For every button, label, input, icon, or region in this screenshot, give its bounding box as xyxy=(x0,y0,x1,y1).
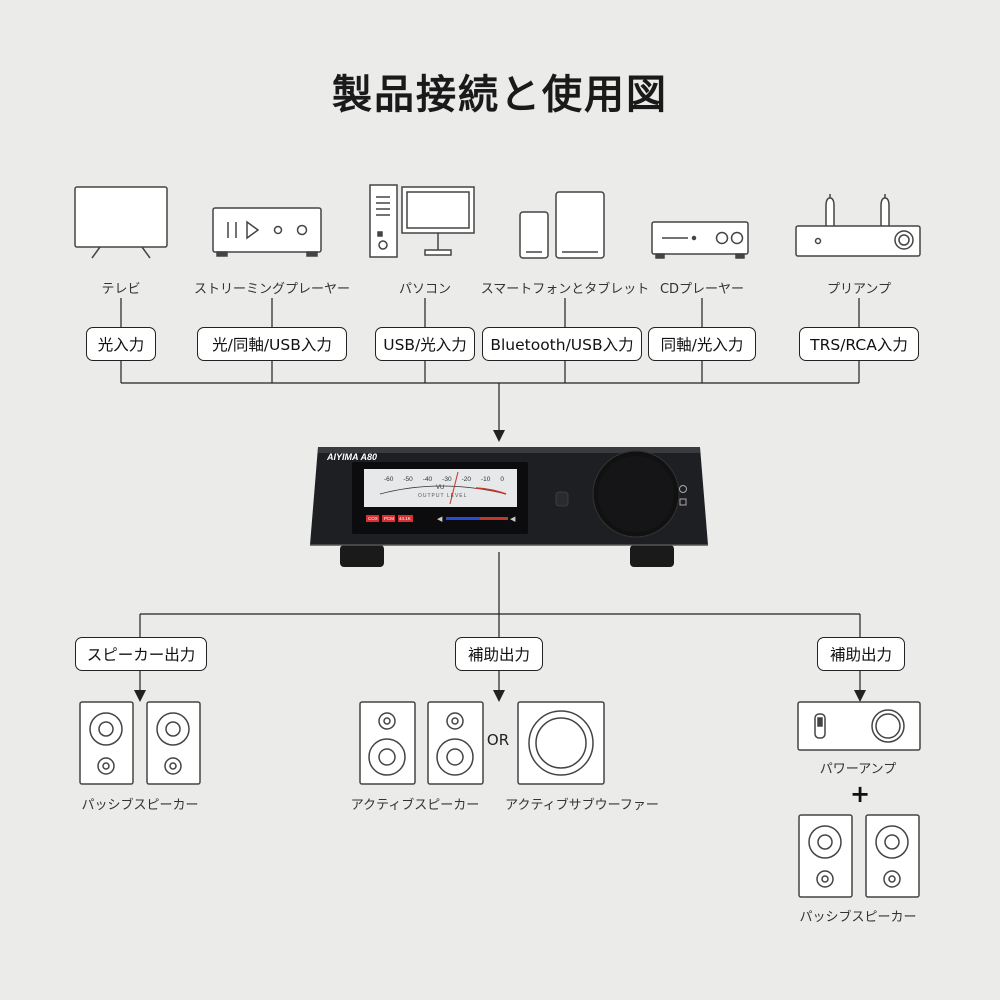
label-power-amp: パワーアンプ xyxy=(819,762,897,777)
label-passive-speakers-2: パッシブスピーカー xyxy=(799,910,917,925)
vu-meter-panel xyxy=(364,469,517,507)
input-pill-bt-usb: Bluetooth/USB入力 xyxy=(482,327,642,361)
brand-text: AIYIMA xyxy=(327,452,359,462)
input-pill-trs-rca: TRS/RCA入力 xyxy=(799,327,919,361)
status-tag: COX xyxy=(368,516,378,521)
vu-tick: -20 xyxy=(461,476,471,483)
tv-icon xyxy=(74,186,168,259)
vu-caption: OUTPUT LEVEL xyxy=(418,493,468,499)
output-pill-aux-1: 補助出力 xyxy=(455,637,543,671)
page-title: 製品接続と使用図 xyxy=(332,72,668,118)
pc-icon xyxy=(369,184,475,258)
source-label-preamp: プリアンプ xyxy=(826,282,892,297)
phone-tablet-icon xyxy=(519,191,605,259)
output-pill-aux-2: 補助出力 xyxy=(817,637,905,671)
input-pill-usb-optical: USB/光入力 xyxy=(375,327,475,361)
svg-text:◀: ◀ xyxy=(437,515,443,523)
vu-unit: VU xyxy=(436,485,445,491)
vu-tick: -50 xyxy=(403,476,413,483)
output-connector-lines xyxy=(139,552,861,637)
source-label-tv: テレビ xyxy=(101,282,141,297)
vu-tick: -40 xyxy=(422,476,433,483)
input-connector-lines xyxy=(120,298,860,384)
vu-scale: -60 -50 -40 -30 -20 -10 0 xyxy=(384,476,504,483)
amplifier-device: ◀ ◀ xyxy=(310,447,708,567)
passive-speakers-icon xyxy=(79,701,201,785)
input-pill-opt-coax-usb: 光/同軸/USB入力 xyxy=(197,327,347,361)
model-text: A80 xyxy=(360,452,378,462)
vu-needle xyxy=(449,471,459,505)
subwoofer-icon xyxy=(517,701,605,785)
vu-tick: -30 xyxy=(442,476,452,483)
passive-speakers-icon-2 xyxy=(798,814,920,898)
label-active-speakers: アクティブスピーカー xyxy=(350,798,480,813)
output-pill-speaker: スピーカー出力 xyxy=(75,637,207,671)
vu-tick: 0 xyxy=(500,476,504,483)
vu-tick: -10 xyxy=(480,476,491,483)
source-label-pc: パソコン xyxy=(398,282,452,297)
power-amp-icon xyxy=(797,701,921,751)
label-active-subwoofer: アクティブサブウーファー xyxy=(505,798,659,813)
vu-tick: -60 xyxy=(384,476,394,483)
or-text: OR xyxy=(486,731,510,749)
svg-text:◀: ◀ xyxy=(510,515,516,523)
streaming-player-icon xyxy=(212,207,322,257)
label-passive-speakers: パッシブスピーカー xyxy=(81,798,199,813)
plus-text: + xyxy=(849,780,871,808)
input-pill-coax-optical: 同軸/光入力 xyxy=(648,327,756,361)
status-tag: 44.1K xyxy=(399,516,411,521)
source-label-phone-tablet: スマートフォンとタブレット xyxy=(480,282,650,297)
source-label-cd: CDプレーヤー xyxy=(659,282,745,297)
status-tag: PCM xyxy=(384,516,394,521)
source-label-streaming: ストリーミングプレーヤー xyxy=(193,282,351,297)
active-speakers-icon xyxy=(359,701,484,785)
preamp-icon xyxy=(795,194,921,257)
input-pill-optical: 光入力 xyxy=(86,327,156,361)
cd-player-icon xyxy=(651,221,749,259)
